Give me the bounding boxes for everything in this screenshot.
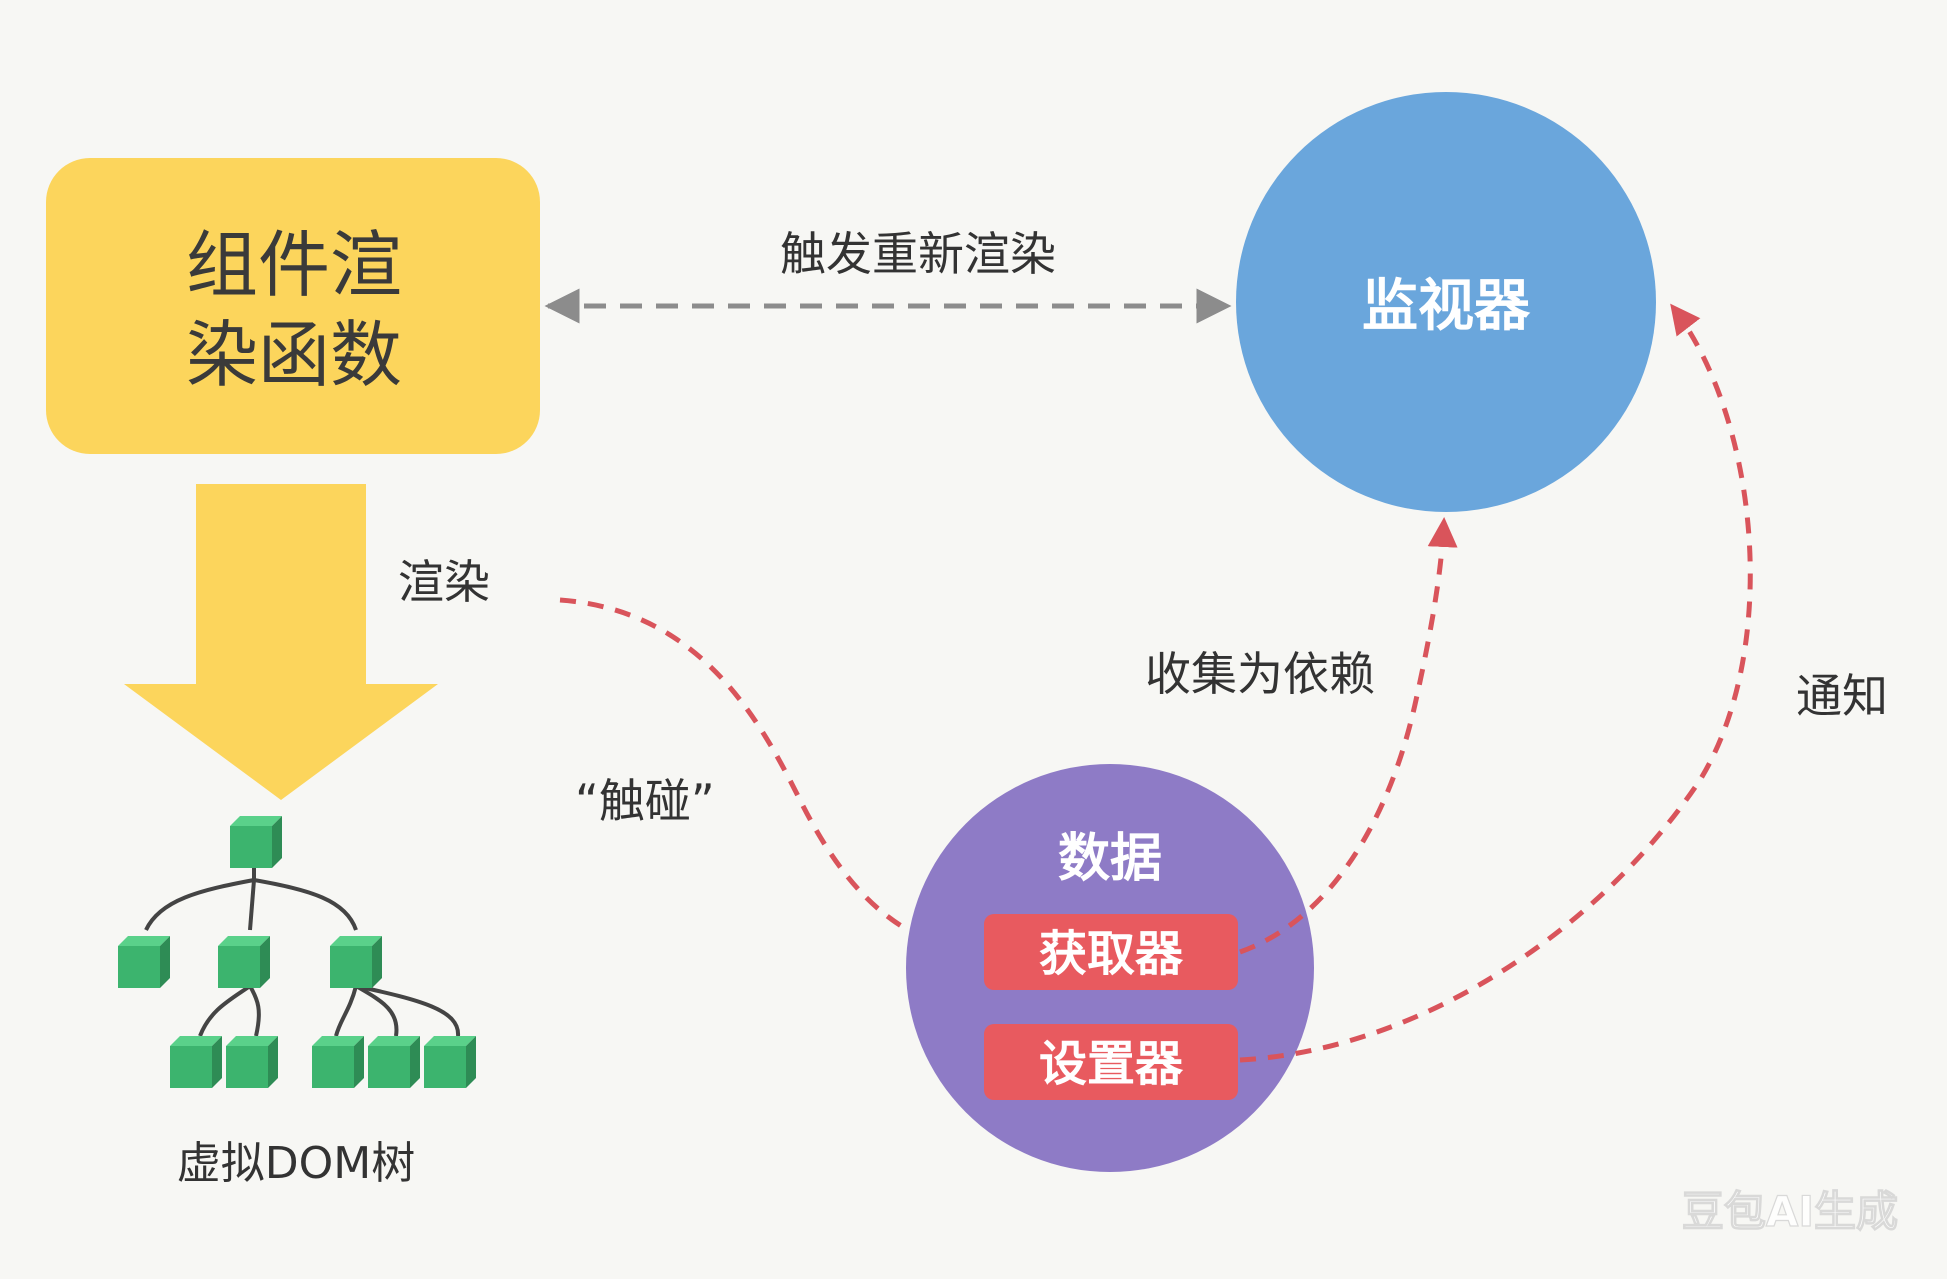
watcher-label: 监视器 — [1362, 274, 1531, 339]
vdom-cube — [424, 1036, 476, 1088]
setter-box — [984, 1024, 1238, 1100]
watermark: 豆包AI生成 — [1682, 1187, 1898, 1236]
notify-label: 通知 — [1796, 669, 1888, 723]
vdom-cubes — [118, 816, 476, 1088]
setter-label: 设置器 — [1039, 1036, 1184, 1092]
render-function-label-line2: 染函数 — [186, 313, 402, 397]
watcher-node: 监视器 — [1236, 92, 1656, 512]
data-label: 数据 — [1058, 829, 1162, 889]
render-function-label-line1: 组件渲 — [186, 223, 402, 307]
collect-dependency-label: 收集为依赖 — [1145, 647, 1375, 701]
getter-box — [984, 914, 1238, 990]
vdom-cube — [170, 1036, 222, 1088]
render-label: 渲染 — [398, 555, 490, 609]
touch-label: “触碰” — [575, 774, 715, 828]
render-function-box — [46, 158, 540, 454]
render-down-arrow — [124, 484, 438, 800]
vdom-tree: 虚拟DOM树 — [118, 816, 476, 1189]
collect-dependency-arrow — [1239, 517, 1458, 955]
touch-arrow — [559, 597, 975, 963]
vdom-cube — [312, 1036, 364, 1088]
vdom-cube — [218, 936, 270, 988]
getter-label: 获取器 — [1039, 926, 1184, 982]
vdom-cube — [118, 936, 170, 988]
render-function-node: 组件渲 染函数 — [46, 158, 540, 454]
data-node: 数据 获取器 设置器 — [906, 764, 1314, 1172]
vdom-cube — [368, 1036, 420, 1088]
vdom-label: 虚拟DOM树 — [177, 1138, 415, 1189]
watcher-circle — [1236, 92, 1656, 512]
vdom-cube — [330, 936, 382, 988]
vdom-cube — [230, 816, 282, 868]
trigger-rerender-label: 触发重新渲染 — [780, 227, 1056, 281]
vdom-cube — [226, 1036, 278, 1088]
vdom-tree-links — [144, 866, 461, 1037]
notify-arrow — [1239, 303, 1753, 1063]
